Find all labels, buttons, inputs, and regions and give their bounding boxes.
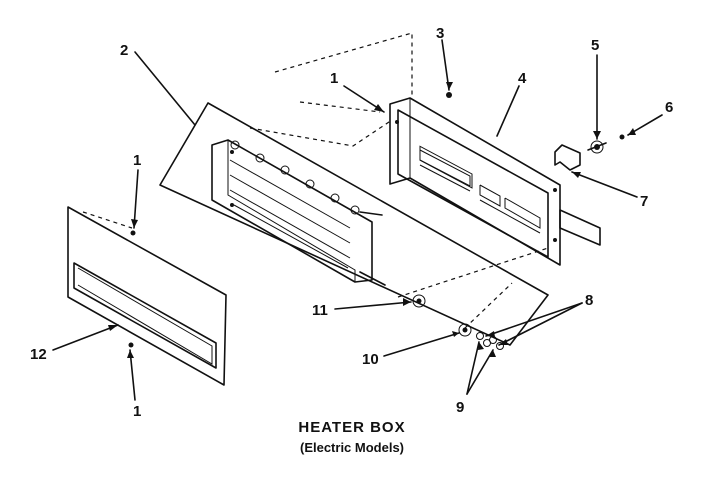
alignment-lines (82, 32, 549, 329)
callout-12: 12 (30, 346, 47, 363)
callout-7: 7 (640, 193, 648, 210)
callout-10: 10 (362, 351, 379, 368)
callout-1-front: 1 (133, 152, 141, 169)
callout-8: 8 (585, 292, 593, 309)
callout-4: 4 (518, 70, 527, 87)
switch-part (587, 140, 607, 154)
callout-5: 5 (591, 37, 599, 54)
front-cover-panel (67, 206, 227, 386)
callout-6: 6 (665, 99, 673, 116)
diagram-subtitle: (Electric Models) (299, 440, 405, 455)
callout-11: 11 (312, 302, 328, 319)
nut-part (619, 134, 625, 140)
heater-element-assembly (159, 102, 549, 346)
rear-housing (389, 97, 601, 266)
callout-3: 3 (436, 25, 444, 42)
callout-2: 2 (120, 42, 128, 59)
grommet-10 (458, 323, 472, 337)
leader-lines (52, 39, 663, 401)
bracket-part (554, 144, 581, 171)
callout-1-bottom: 1 (133, 403, 141, 420)
arrowheads (108, 82, 636, 358)
grommet-11 (412, 294, 426, 308)
washers-nuts (476, 332, 504, 350)
screw-top (446, 92, 452, 98)
callout-labels: 2 1 3 4 5 6 7 1 12 1 11 10 8 9 (30, 25, 673, 420)
diagram-title: HEATER BOX (298, 419, 406, 436)
callout-9: 9 (456, 399, 464, 416)
callout-1-top: 1 (330, 70, 338, 87)
